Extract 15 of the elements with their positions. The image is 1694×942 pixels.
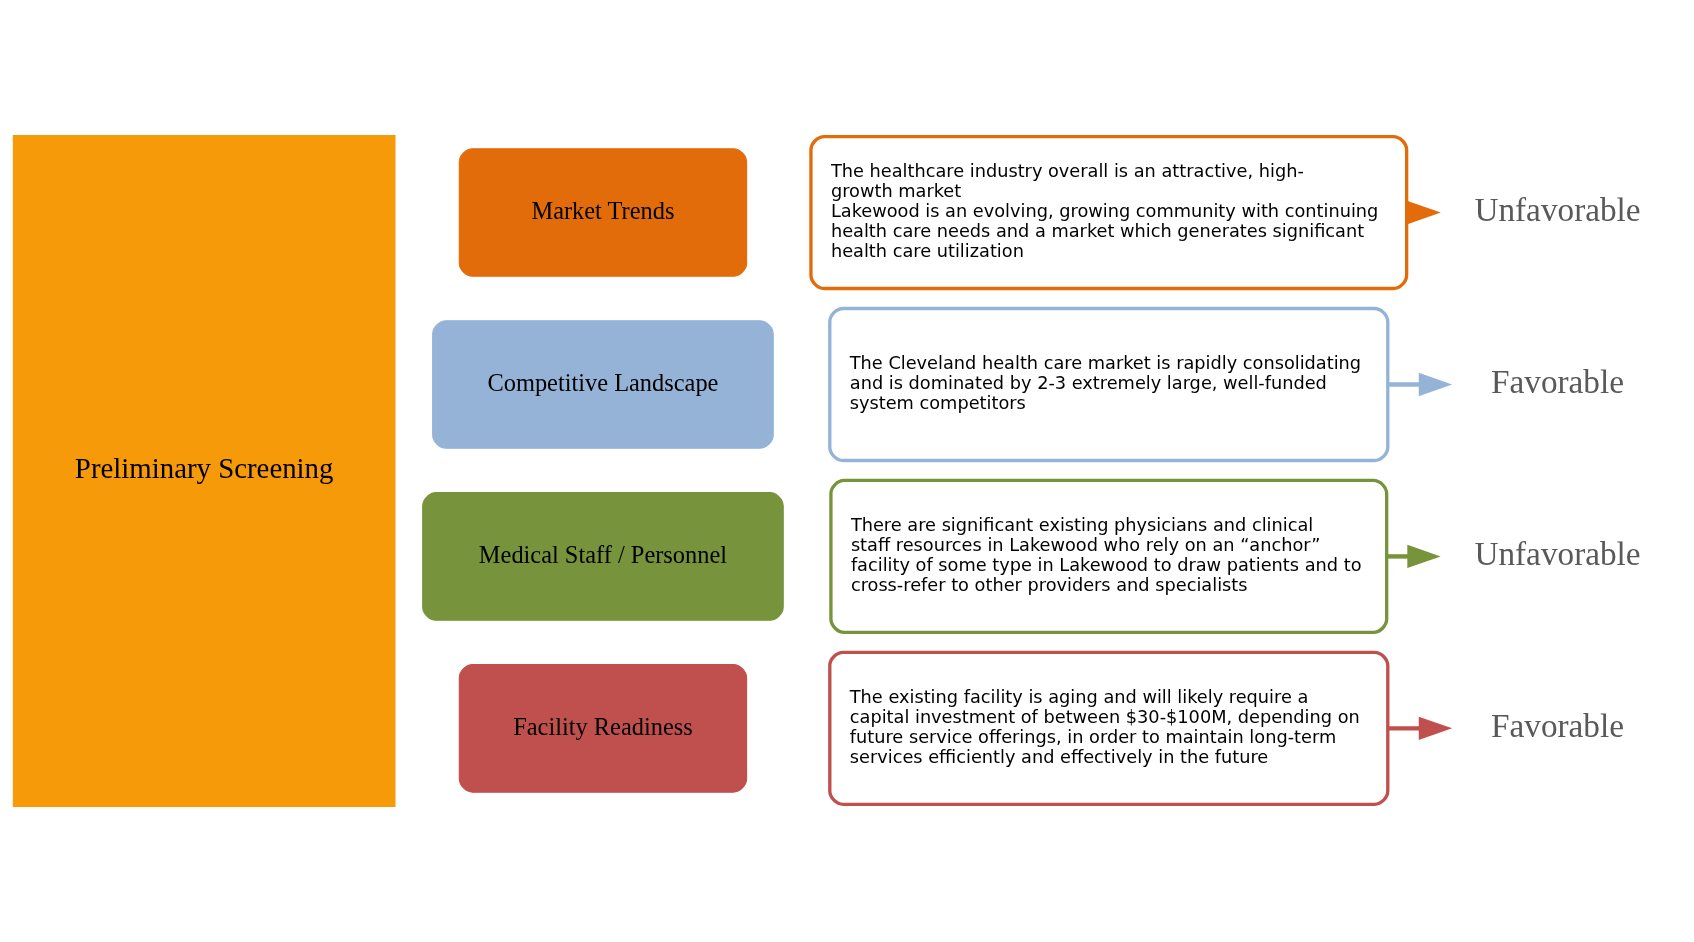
node-box: The Cleveland health care market is rapidly consolidating and is dominated by 2-3 extremely large, well-funded system competitors <box>828 306 1390 463</box>
arrow <box>1386 544 1441 569</box>
node-text: Favorable <box>1491 362 1625 400</box>
node-text: Favorable <box>1491 706 1625 744</box>
arrow <box>1387 372 1453 397</box>
node-box: Market Trends <box>458 148 748 277</box>
node-text: Unfavorable <box>1474 534 1641 572</box>
node-text: Unfavorable <box>1474 190 1641 228</box>
node-box: Preliminary Screening <box>12 134 396 808</box>
node-box: There are significant existing physicians and clinical staff resources in Lakewood who rely on an “anchor” facility of some type in Lakewood to draw patients and to cross-refer to other providers and specialists <box>829 478 1389 635</box>
node-box: The existing facility is aging and will likely require a capital investment of between $30-$100M, depending on future service offerings, in order to maintain long-term services efficiently and effectively in the future <box>828 650 1390 806</box>
node-box: Competitive Landscape <box>432 320 774 449</box>
node-box: Medical Staff / Personnel <box>422 492 784 621</box>
node-box: Facility Readiness <box>458 664 748 793</box>
arrow <box>1387 716 1453 741</box>
